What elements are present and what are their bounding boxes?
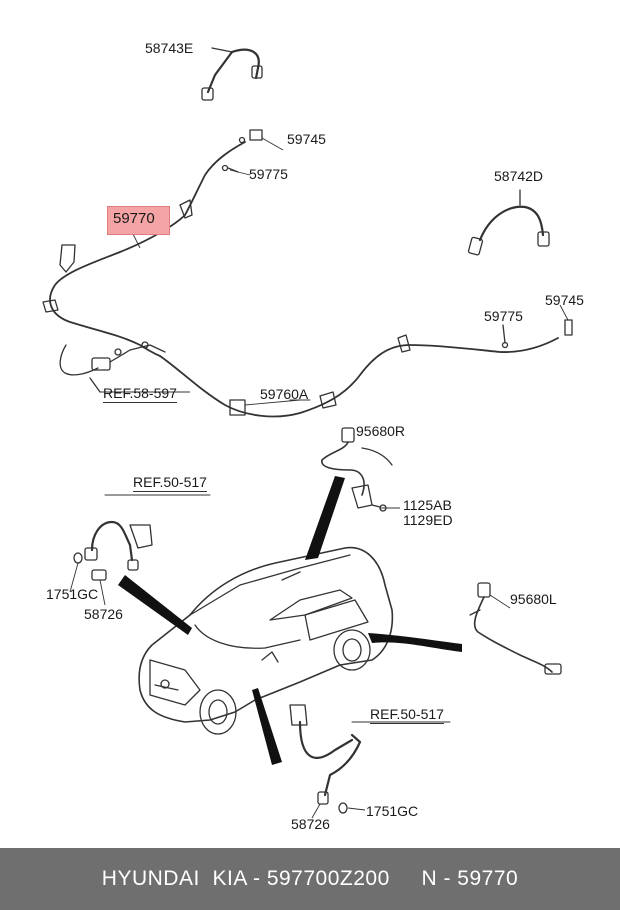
label-cable-main: 59770	[113, 210, 155, 227]
brake-hose-top	[201, 47, 263, 101]
footer-bar: HYUNDAI KIA - 597700Z200 N - 59770	[0, 848, 620, 910]
abs-sensor-rear-right	[321, 427, 393, 512]
label-sensor-rl: 95680L	[510, 591, 557, 607]
footer-spacer	[390, 867, 422, 891]
parts-diagram	[42, 47, 573, 819]
brake-hose-front-left	[73, 494, 211, 581]
label-hose-top: 58743E	[145, 40, 194, 56]
label-bolt-1: 1125AB	[403, 497, 452, 513]
pointer-wedges	[118, 476, 462, 765]
label-clip-top: 59745	[287, 131, 326, 147]
label-ref-parking: REF.58-597	[103, 385, 177, 403]
label-ref-front-bottom: REF.50-517	[370, 706, 444, 724]
label-ref-front-left: REF.50-517	[133, 474, 207, 492]
label-cable-rear: 59760A	[260, 386, 309, 402]
label-bolt-top: 59775	[249, 166, 288, 182]
vehicle-outline	[138, 546, 394, 735]
label-hose-right: 58742D	[494, 168, 544, 184]
label-bolt-bottom: 58726	[291, 816, 330, 832]
label-sensor-rr: 95680R	[356, 423, 406, 439]
leader-lines	[69, 137, 569, 819]
label-bolt-left: 58726	[84, 606, 123, 622]
abs-sensor-rear-left	[469, 582, 562, 675]
highlight-target-part	[107, 206, 170, 235]
brake-hose-front-bottom	[289, 704, 451, 814]
main-cable	[42, 129, 263, 357]
label-clip-right: 59745	[545, 292, 584, 308]
label-bolt-2: 1129ED	[403, 512, 453, 528]
label-gasket-bottom: 1751GC	[366, 803, 419, 819]
footer-number: N - 59770	[421, 867, 519, 890]
brake-hose-right	[467, 189, 550, 256]
parking-brake-assembly	[59, 341, 166, 393]
label-gasket-left: 1751GC	[46, 586, 99, 602]
rear-cable	[159, 319, 573, 418]
footer-brand-part: HYUNDAI KIA - 597700Z200	[101, 867, 390, 890]
label-bolt-right: 59775	[484, 308, 523, 324]
